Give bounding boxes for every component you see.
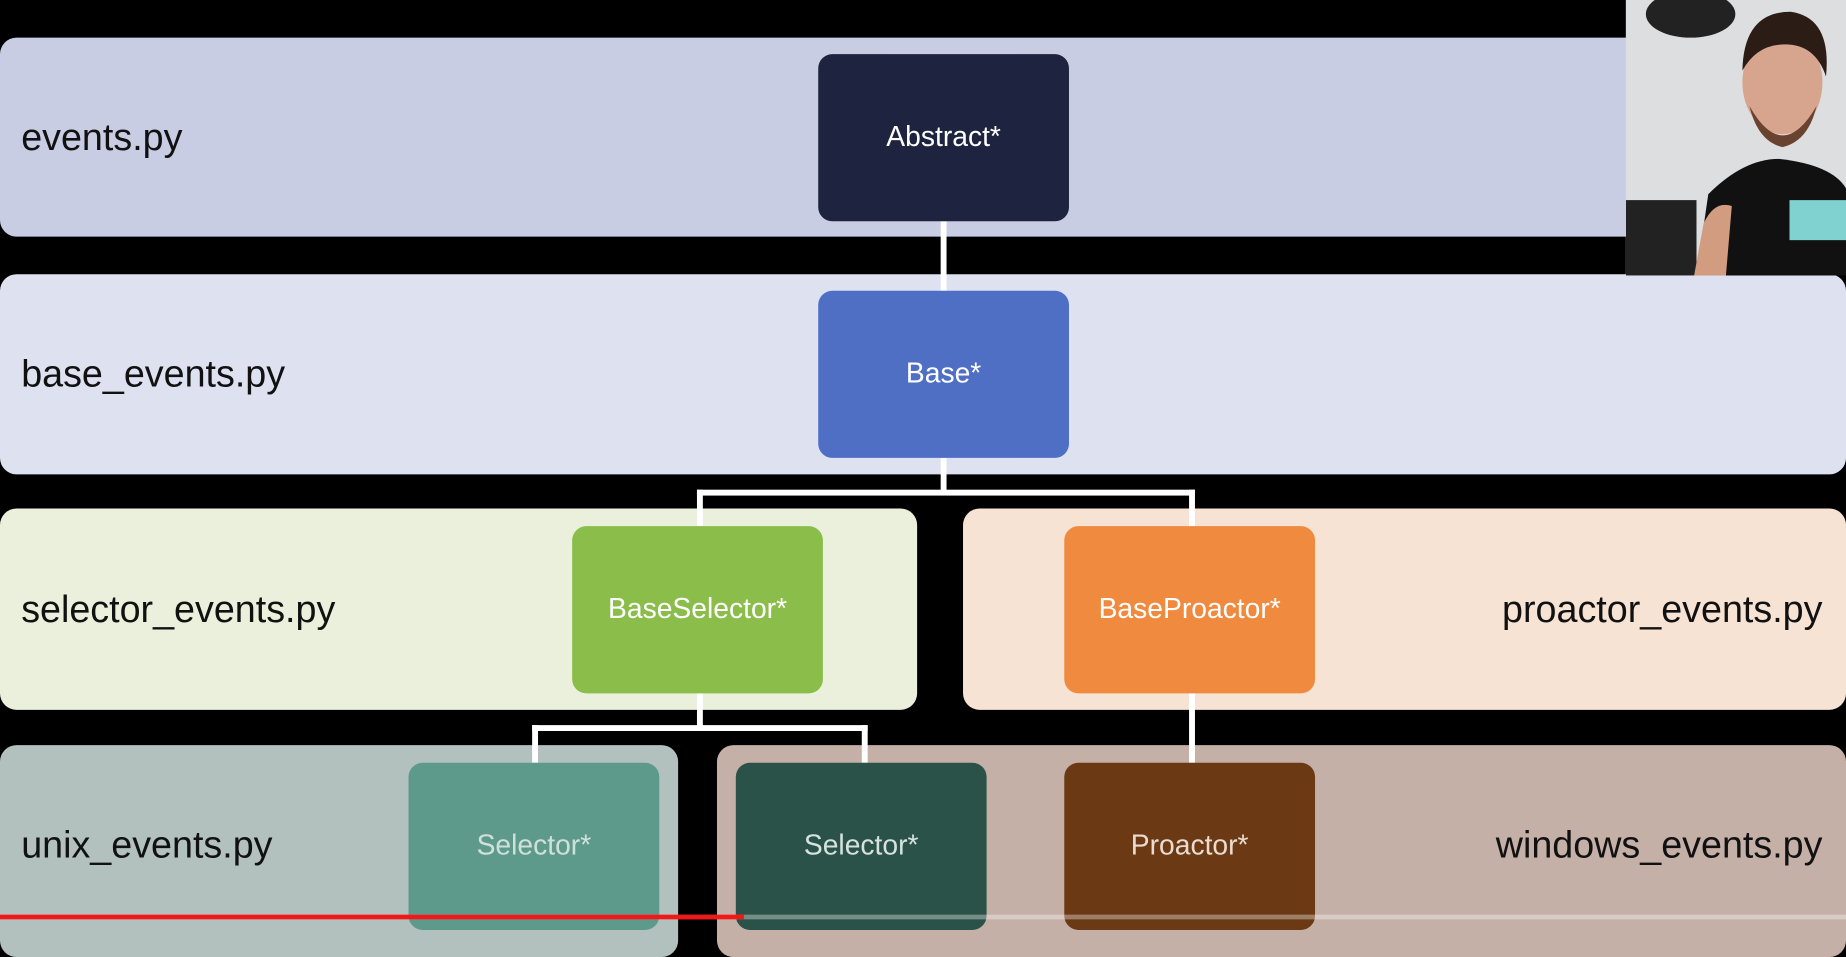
node-label: BaseProactor* — [1098, 593, 1281, 626]
row-label-events: events.py — [21, 115, 183, 158]
node-base-selector: BaseSelector* — [572, 526, 823, 694]
connector — [696, 489, 703, 527]
row-label-proactor-events: proactor_events.py — [1502, 587, 1823, 630]
connector — [696, 692, 703, 730]
connector — [1189, 692, 1195, 763]
connector — [861, 725, 868, 763]
node-base: Base* — [818, 290, 1069, 458]
connector — [1189, 489, 1195, 527]
video-progress-fill — [0, 914, 744, 920]
connector — [696, 489, 1195, 496]
node-base-proactor: BaseProactor* — [1064, 526, 1316, 694]
row-label-windows-events: windows_events.py — [1495, 823, 1823, 866]
node-label: Base* — [905, 357, 982, 390]
connector — [940, 221, 947, 291]
connector — [532, 725, 539, 763]
video-progress-bar[interactable] — [0, 914, 1846, 920]
presenter-image — [1625, 0, 1846, 276]
connector — [940, 457, 947, 495]
node-label: BaseSelector* — [608, 593, 788, 626]
node-label: Proactor* — [1130, 829, 1249, 862]
node-unix-selector: Selector* — [408, 762, 660, 930]
node-abstract: Abstract* — [818, 54, 1069, 222]
row-label-selector-events: selector_events.py — [21, 587, 336, 630]
node-label: Selector* — [803, 829, 919, 862]
node-label: Selector* — [476, 829, 592, 862]
node-label: Abstract* — [886, 121, 1001, 154]
webcam-overlay — [1625, 0, 1846, 276]
row-label-unix-events: unix_events.py — [21, 823, 273, 866]
connector — [532, 725, 868, 732]
row-label-base-events: base_events.py — [21, 352, 286, 395]
node-proactor: Proactor* — [1064, 762, 1316, 930]
node-windows-selector: Selector* — [735, 762, 987, 930]
